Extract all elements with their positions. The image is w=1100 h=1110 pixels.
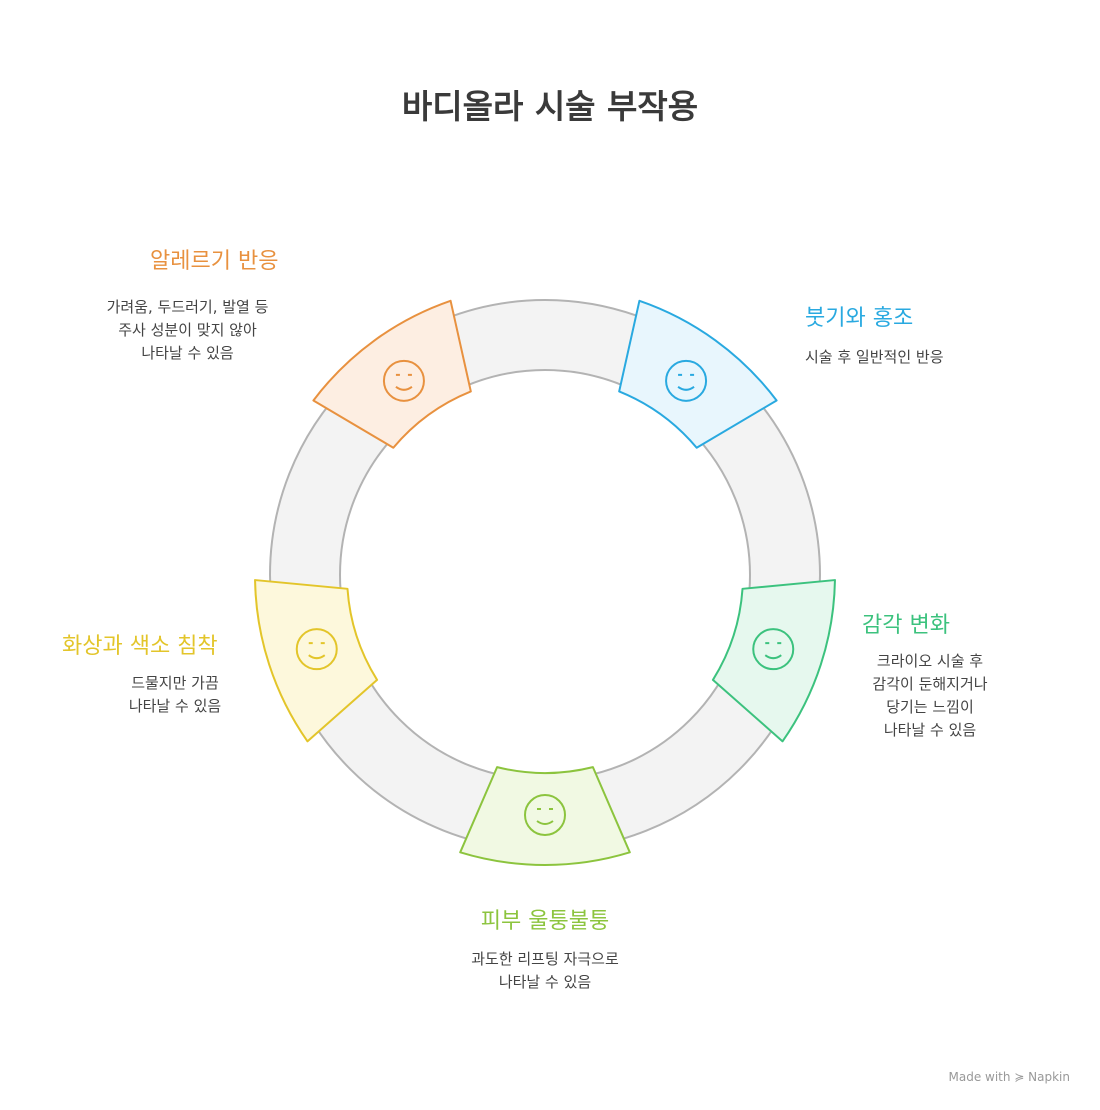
- segment-0: [618, 299, 778, 449]
- segment-2: [459, 766, 631, 866]
- napkin-credit: Made with ≽ Napkin: [948, 1070, 1071, 1084]
- heading-sensation: 감각 변화: [862, 613, 950, 638]
- desc-burn: 드물지만 가끔 나타날 수 있음: [128, 674, 222, 715]
- heading-skin: 피부 울퉁불퉁: [480, 909, 610, 934]
- sneeze-face-icon: [382, 359, 425, 402]
- desc-allergy: 가려움, 두드러기, 발열 등 주사 성분이 맞지 않아 나타날 수 있음: [106, 298, 269, 362]
- segment-3: [254, 579, 379, 743]
- skin-drop-icon: [295, 628, 338, 671]
- heading-swelling: 붓기와 홍조: [805, 306, 914, 331]
- face-tear-icon: [665, 359, 708, 402]
- desc-skin: 과도한 리프팅 자극으로 나타날 수 있음: [471, 950, 619, 991]
- heading-allergy: 알레르기 반응: [150, 249, 279, 274]
- desc-swelling: 시술 후 일반적인 반응: [805, 348, 944, 366]
- page-title: 바디올라 시술 부작용: [401, 87, 699, 126]
- desc-sensation: 크라이오 시술 후 감각이 둔해지거나 당기는 느낌이 나타날 수 있음: [872, 652, 988, 739]
- heading-burn: 화상과 색소 침착: [62, 634, 218, 659]
- head-skin-icon: [524, 794, 566, 836]
- segment-1: [711, 579, 836, 743]
- fingers-clock-icon: [752, 628, 795, 671]
- segment-4: [312, 299, 472, 449]
